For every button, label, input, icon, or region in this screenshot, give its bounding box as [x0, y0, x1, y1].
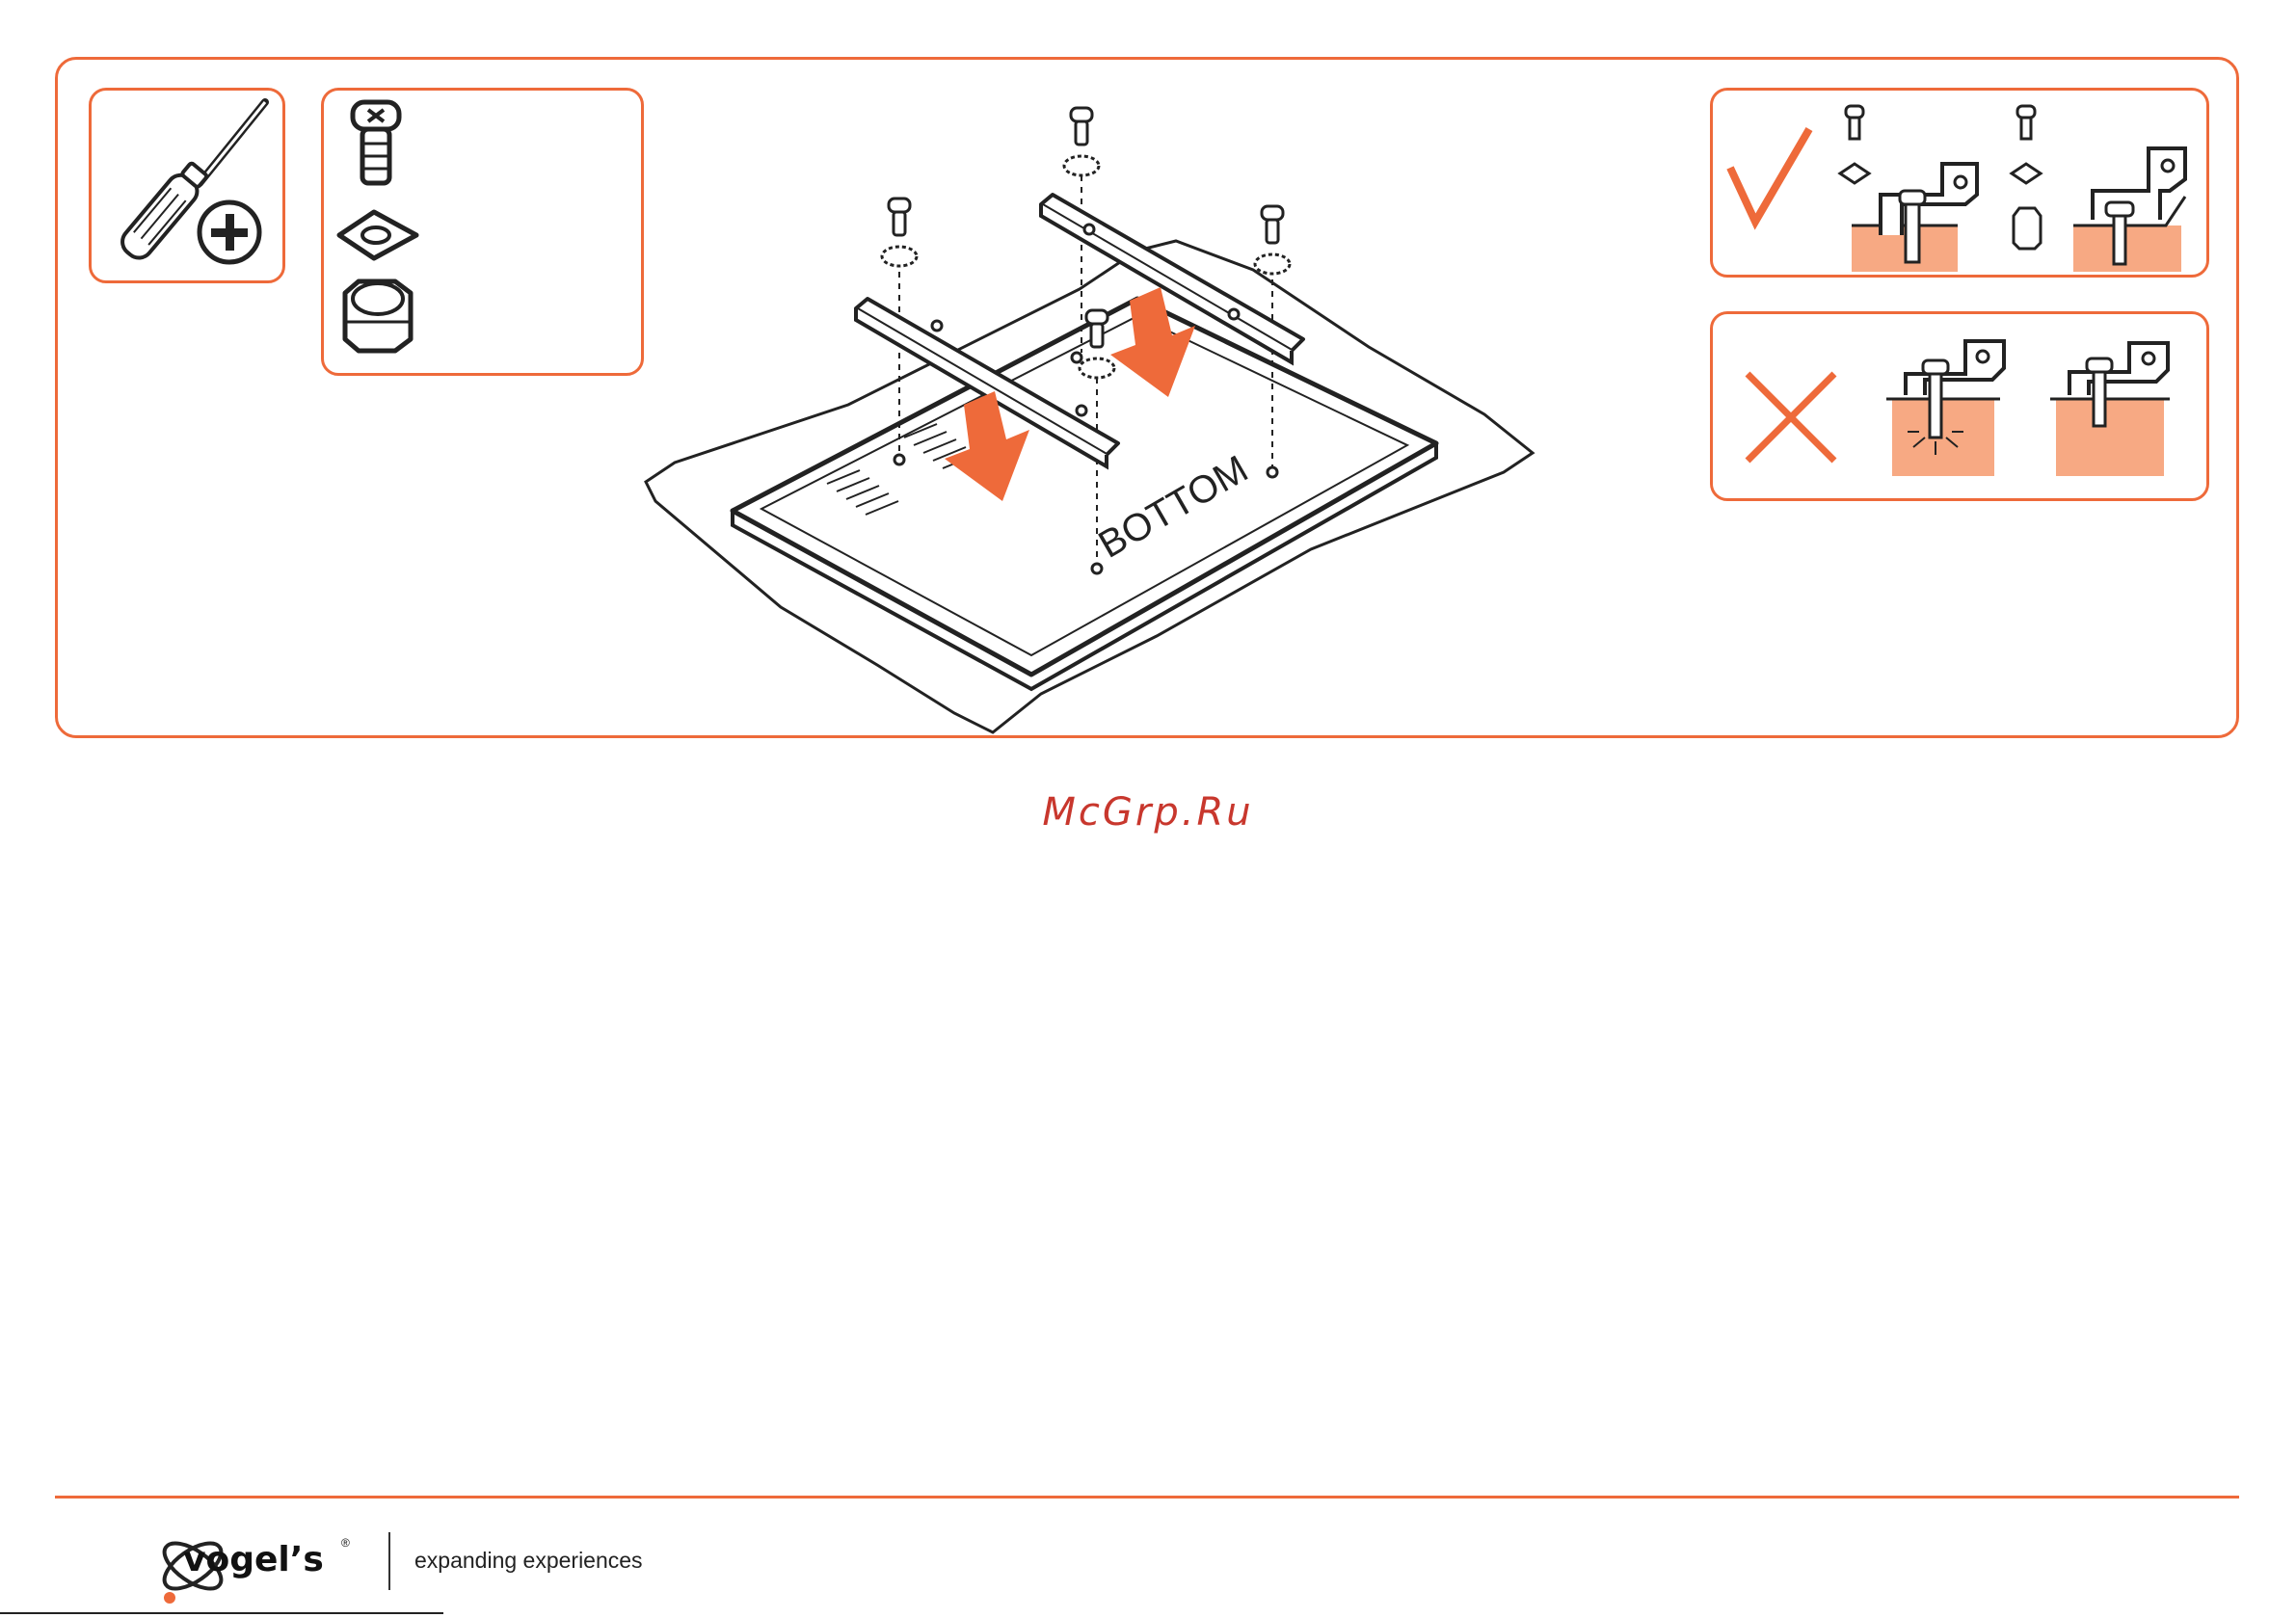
- bottom-edge-strip: [0, 1611, 2296, 1618]
- phillips-plus-icon: [200, 202, 259, 262]
- checkmark-icon: [1730, 129, 1809, 222]
- incorrect-panel: [1710, 311, 2209, 501]
- incorrect-case-too-long: [1886, 341, 2004, 476]
- tool-box: [89, 88, 285, 283]
- washer-icon: [339, 212, 416, 258]
- cross-icon: [1748, 374, 1834, 461]
- screwdriver-icon: [92, 91, 288, 286]
- parts-box: [321, 88, 644, 376]
- correct-case-bolt-spacer: [2012, 106, 2185, 272]
- brand-separator: [388, 1532, 390, 1590]
- correct-case-bolt-washer: [1840, 106, 1977, 272]
- tv-mounting-illustration: BOTTOM: [636, 96, 1562, 752]
- brand-tagline: expanding experiences: [414, 1548, 643, 1574]
- footer-divider: [55, 1496, 2239, 1499]
- registered-mark: ®: [341, 1536, 350, 1550]
- bolt-icon: [353, 102, 399, 183]
- spacer-icon: [345, 281, 411, 351]
- incorrect-case-too-short: [2050, 343, 2170, 476]
- watermark: McGrp.Ru: [0, 790, 2296, 835]
- correct-panel: [1710, 88, 2209, 278]
- brand-name: vogel’s: [183, 1540, 324, 1579]
